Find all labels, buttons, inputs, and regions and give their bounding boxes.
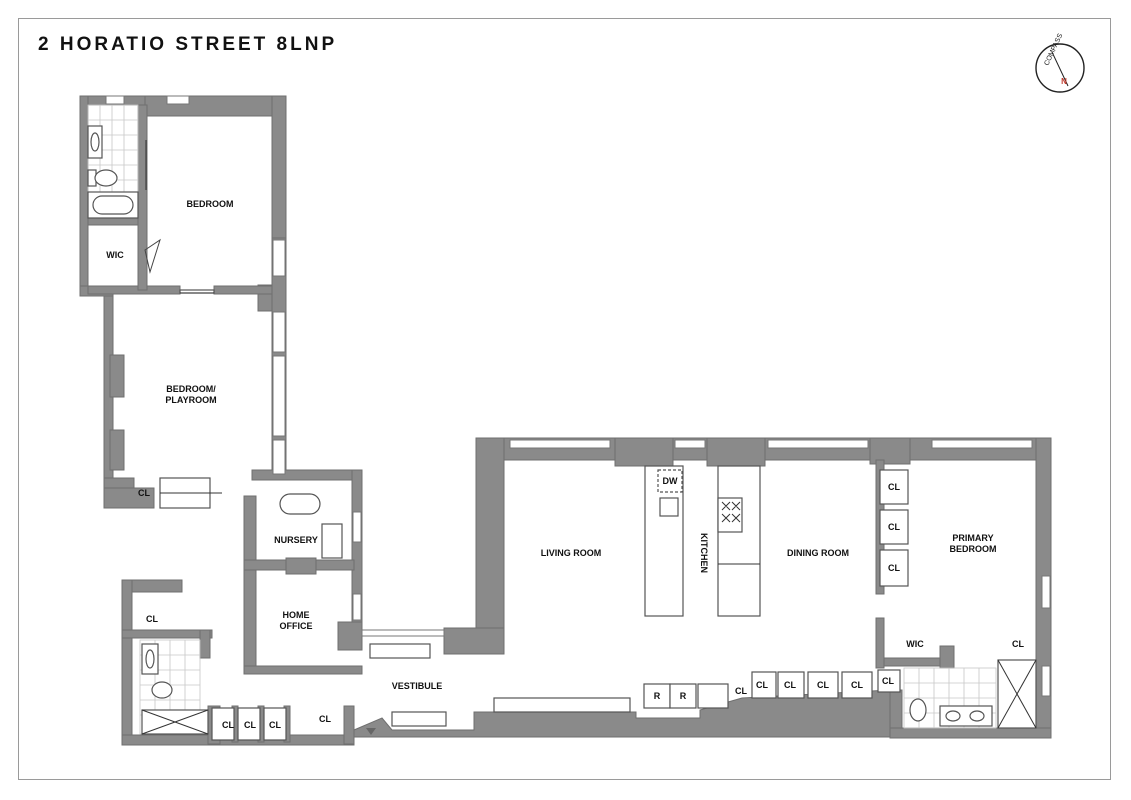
closet-label: CL <box>888 482 900 492</box>
nursery-crib <box>279 493 321 515</box>
room-living-room-label: LIVING ROOM <box>541 548 602 558</box>
closet-label: CL <box>146 614 158 624</box>
closet-label: CL <box>735 686 747 696</box>
compass-north: N <box>1061 77 1067 86</box>
drawing-frame <box>18 18 1111 780</box>
closet-label: CL <box>756 680 768 690</box>
room-home-office-label-1: HOME <box>283 610 310 620</box>
wic-door <box>144 238 161 274</box>
nursery-dresser <box>321 523 343 559</box>
closet-label: CL <box>244 720 256 730</box>
closet-label: CL <box>1012 639 1024 649</box>
room-vestibule-label: VESTIBULE <box>392 681 443 691</box>
room-labels: BEDROOM WIC BEDROOM/ PLAYROOM NURSERY HO… <box>106 199 996 691</box>
dishwasher-label: DW <box>663 476 678 486</box>
refrigerator-label: R <box>680 691 687 701</box>
refrigerator-label: R <box>654 691 661 701</box>
room-bedroom-playroom-label-1: BEDROOM/ <box>166 384 216 394</box>
windows <box>105 95 1051 697</box>
appliance-labels: DW R R <box>654 476 687 701</box>
closet-label: CL <box>269 720 281 730</box>
page-title: 2 HORATIO STREET 8LNP <box>38 34 338 55</box>
room-nursery-label: NURSERY <box>274 535 318 545</box>
room-dining-room-label: DINING ROOM <box>787 548 849 558</box>
closet-label: CL <box>882 676 894 686</box>
room-primary-wic-label: WIC <box>906 639 924 649</box>
kitchen-sink <box>659 497 679 517</box>
closet-label: CL <box>851 680 863 690</box>
closet-label: CL <box>784 680 796 690</box>
room-home-office-label-2: OFFICE <box>280 621 313 631</box>
room-bedroom-label: BEDROOM <box>187 199 234 209</box>
closet-label: CL <box>222 720 234 730</box>
closet-label: CL <box>817 680 829 690</box>
room-bedroom-playroom-label-2: PLAYROOM <box>165 395 216 405</box>
kitchen-counter <box>717 465 761 617</box>
closet-labels: CL CL CL CL CL CL CL CL CL CL CL CL CL C… <box>138 482 1024 730</box>
closet-label: CL <box>888 522 900 532</box>
fixtures <box>87 104 1037 741</box>
room-wic-label: WIC <box>106 250 124 260</box>
compass-icon: COMPASS N <box>1035 32 1085 93</box>
room-primary-bedroom-label-2: BEDROOM <box>950 544 997 554</box>
closet-label: CL <box>888 563 900 573</box>
room-kitchen-label: KITCHEN <box>699 533 709 573</box>
room-primary-bedroom-label-1: PRIMARY <box>952 533 993 543</box>
closet-label: CL <box>138 488 150 498</box>
closet-label: CL <box>319 714 331 724</box>
